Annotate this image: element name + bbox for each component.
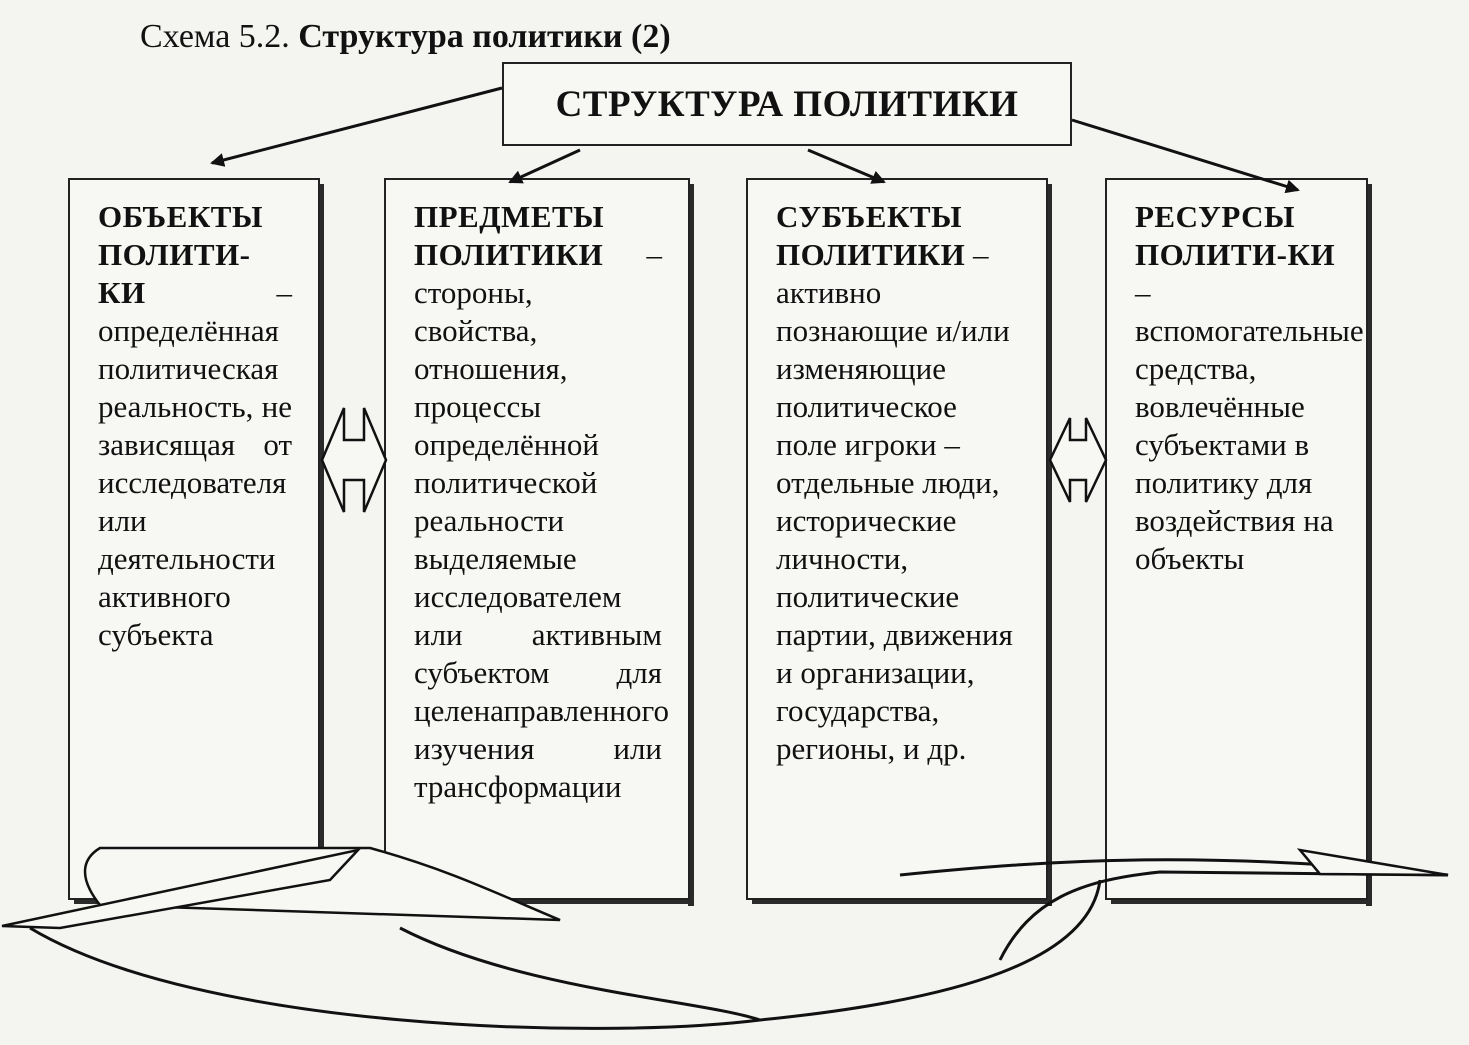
actors-text: активно познающие и/или изменяющие полит… xyxy=(776,275,1013,766)
objects-term: ОБЪЕКТЫ ПОЛИТИ-КИ xyxy=(98,199,263,310)
actors-term: СУБЪЕКТЫ ПОЛИТИКИ xyxy=(776,199,966,272)
caption-prefix: Схема 5.2. xyxy=(140,18,290,55)
column-shadow xyxy=(688,184,694,906)
column-shadow xyxy=(1366,184,1372,906)
curved-arrow-bottom-inner xyxy=(399,926,761,1022)
subjects-of-study-column: ПРЕДМЕТЫ ПОЛИТИКИ – стороны, свойства, о… xyxy=(384,178,690,900)
double-arrow-right xyxy=(1048,417,1108,503)
subjects-of-study-term: ПРЕДМЕТЫ ПОЛИТИКИ xyxy=(414,199,605,272)
dash: – xyxy=(973,237,989,272)
resources-term: РЕСУРСЫ ПОЛИТИ-КИ xyxy=(1135,199,1336,272)
column-shadow xyxy=(1046,184,1052,906)
double-arrow-left xyxy=(320,407,388,513)
objects-text: определённая политическая реальность, не… xyxy=(98,313,292,652)
subjects-of-study-text: стороны, свойства, отношения, процессы о… xyxy=(414,275,669,804)
resources-column: РЕСУРСЫ ПОЛИТИ-КИ – вспомогательные сред… xyxy=(1105,178,1368,900)
header-label: СТРУКТУРА ПОЛИТИКИ xyxy=(555,83,1019,125)
resources-text: вспомогательные средства, вовлечённые су… xyxy=(1135,313,1364,576)
actors-column: СУБЪЕКТЫ ПОЛИТИКИ – активно познающие и/… xyxy=(746,178,1048,900)
caption-title: Структура политики (2) xyxy=(298,18,671,55)
arrow-to-objects xyxy=(210,86,503,167)
objects-column: ОБЪЕКТЫ ПОЛИТИ-КИ – определённая политич… xyxy=(68,178,320,900)
dash: – xyxy=(646,237,663,272)
diagram-caption: Схема 5.2. Структура политики (2) xyxy=(140,18,671,56)
dash: – xyxy=(1135,275,1151,310)
dash: – xyxy=(276,275,293,310)
column-shadow xyxy=(318,184,324,906)
header-box: СТРУКТУРА ПОЛИТИКИ xyxy=(502,62,1072,146)
